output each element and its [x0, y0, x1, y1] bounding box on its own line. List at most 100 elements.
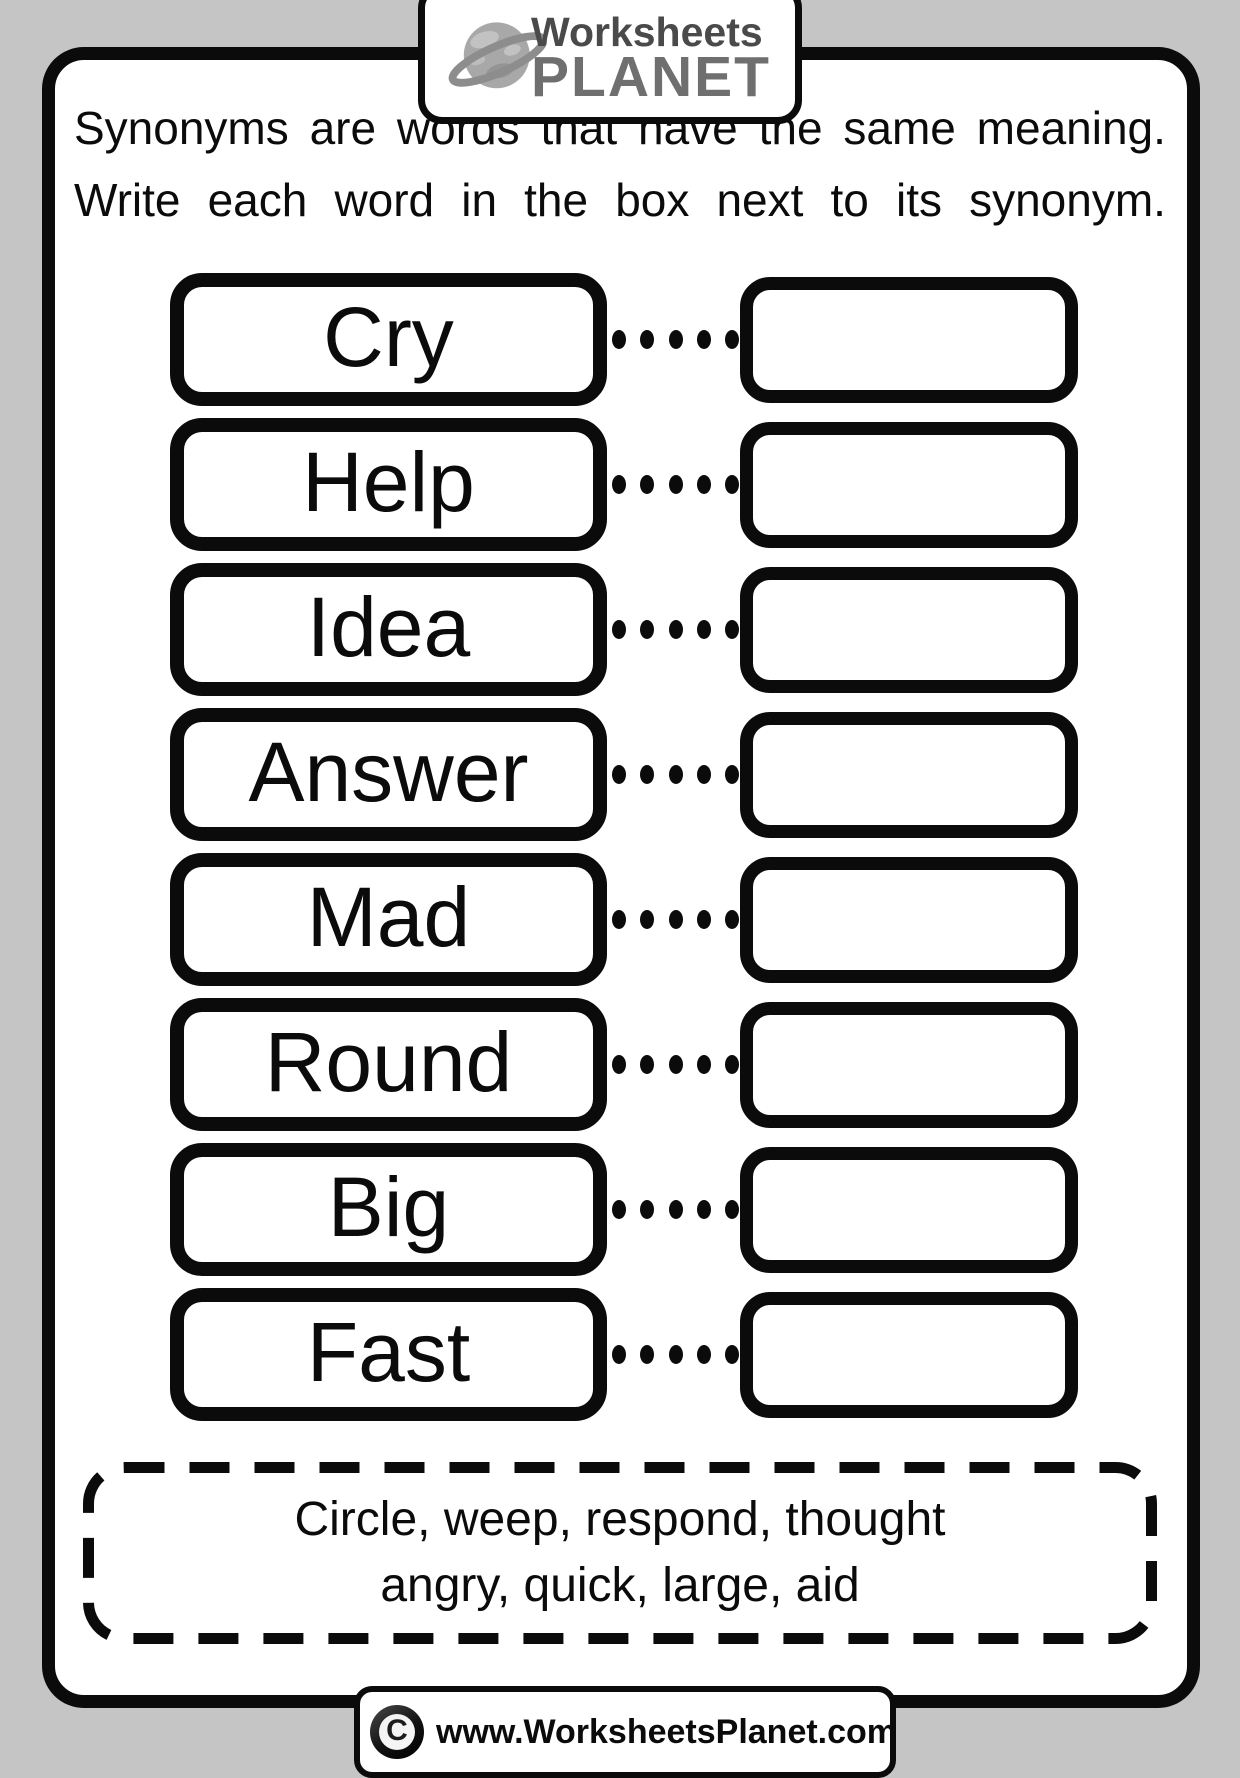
word-label: Big [327, 1159, 450, 1254]
planet-icon [443, 5, 548, 114]
dot [668, 475, 683, 494]
instruction-word: synonym. [969, 174, 1166, 226]
dot [725, 910, 739, 929]
dot [612, 765, 626, 784]
dot [640, 1200, 655, 1219]
dot [725, 1345, 739, 1364]
dot [696, 910, 711, 929]
dot [696, 1055, 711, 1074]
logo-text: Worksheets PLANET [531, 12, 771, 106]
dot [640, 910, 655, 929]
dot [696, 765, 711, 784]
dot [612, 1055, 626, 1074]
word-bank-text: Circle, weep, respond, thought angry, qu… [82, 1461, 1158, 1645]
dot [612, 475, 626, 494]
dotted-connector [612, 1143, 739, 1276]
dot [696, 1200, 711, 1219]
instruction-word: Write [74, 174, 181, 226]
dot [725, 1055, 739, 1074]
dot [668, 765, 683, 784]
matching-row: Big [0, 1143, 1240, 1276]
footer: C www.WorksheetsPlanet.com [354, 1686, 898, 1778]
instruction-word: are [309, 102, 377, 154]
dot [612, 1200, 626, 1219]
dotted-connector [612, 1288, 739, 1421]
instruction-word: the [524, 174, 589, 226]
dot [612, 1345, 626, 1364]
logo-brand-bottom: PLANET [531, 45, 771, 109]
word-box: Cry [170, 273, 607, 406]
dot [725, 1200, 739, 1219]
answer-box[interactable] [740, 1002, 1078, 1128]
instruction-word: each [207, 174, 308, 226]
word-label: Mad [306, 869, 471, 964]
answer-box[interactable] [740, 857, 1078, 983]
answer-box[interactable] [740, 277, 1078, 403]
dot [725, 620, 739, 639]
word-label: Fast [306, 1304, 471, 1399]
matching-row: Round [0, 998, 1240, 1131]
instruction-word: its [895, 174, 942, 226]
dot [640, 330, 655, 349]
matching-row: Mad [0, 853, 1240, 986]
dot [725, 765, 739, 784]
word-bank: Circle, weep, respond, thought angry, qu… [82, 1461, 1158, 1645]
instruction-word: word [334, 174, 435, 226]
dot [612, 620, 626, 639]
word-bank-line-2: angry, quick, large, aid [380, 1559, 860, 1612]
dot [668, 1345, 683, 1364]
word-box: Answer [170, 708, 607, 841]
dotted-connector [612, 853, 739, 986]
matching-row: Answer [0, 708, 1240, 841]
dot [725, 330, 739, 349]
answer-box[interactable] [740, 567, 1078, 693]
matching-row: Fast [0, 1288, 1240, 1421]
dot [696, 620, 711, 639]
logo: Worksheets PLANET [418, 0, 802, 124]
dotted-connector [612, 708, 739, 841]
instruction-word: box [615, 174, 690, 226]
word-label: Round [264, 1014, 513, 1109]
word-box: Big [170, 1143, 607, 1276]
matching-row: Help [0, 418, 1240, 551]
word-bank-line-1: Circle, weep, respond, thought [294, 1493, 946, 1547]
dotted-connector [612, 998, 739, 1131]
dot [668, 620, 683, 639]
dotted-connector [612, 418, 739, 551]
word-label: Idea [306, 579, 471, 674]
answer-box[interactable] [740, 1292, 1078, 1418]
dot [640, 1055, 655, 1074]
dot [640, 765, 655, 784]
dot [725, 475, 739, 494]
instruction-word: same [843, 102, 956, 154]
answer-box[interactable] [740, 422, 1078, 548]
logo-brand-top: Worksheets [531, 9, 763, 55]
dot [668, 330, 683, 349]
word-box: Idea [170, 563, 607, 696]
word-box: Round [170, 998, 607, 1131]
dot [668, 1200, 683, 1219]
word-label: Cry [323, 289, 454, 384]
dot [640, 620, 655, 639]
word-box: Fast [170, 1288, 607, 1421]
dotted-connector [612, 273, 739, 406]
footer-url[interactable]: www.WorksheetsPlanet.com [436, 1712, 898, 1751]
instruction-word: to [830, 174, 869, 226]
instruction-word: next [716, 174, 804, 226]
instruction-word: Synonyms [74, 102, 289, 154]
matching-row: Cry [0, 273, 1240, 406]
instruction-word: meaning. [976, 102, 1166, 154]
dot [640, 1345, 655, 1364]
answer-box[interactable] [740, 1147, 1078, 1273]
word-label: Help [302, 434, 475, 529]
word-label: Answer [248, 724, 529, 819]
dot [612, 330, 626, 349]
dot [696, 1345, 711, 1364]
dot [640, 475, 655, 494]
answer-box[interactable] [740, 712, 1078, 838]
matching-row: Idea [0, 563, 1240, 696]
word-box: Mad [170, 853, 607, 986]
copyright-letter: C [379, 1714, 415, 1750]
